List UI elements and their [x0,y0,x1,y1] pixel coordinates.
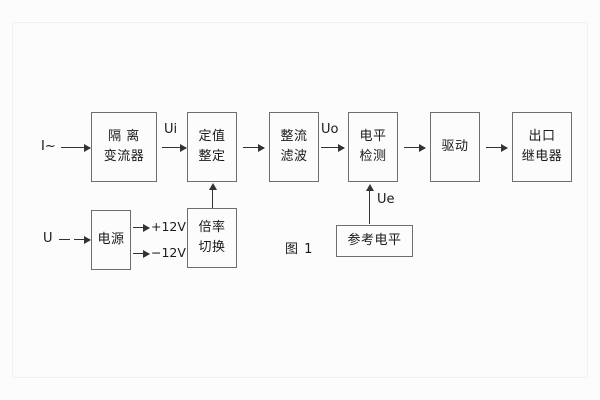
block-isolation-ct-line1: 隔 离 [108,128,140,144]
block-rectify-filter-line1: 整流 [280,128,308,144]
block-output-relay-line2: 继电器 [521,149,563,164]
block-rectify-filter-line2: 滤波 [280,149,308,164]
diagram-frame [12,22,588,378]
arrow-rectify-to-level-detect [321,143,345,152]
arrow-rail-negative [133,249,150,258]
arrow-isolation-to-setting [162,143,187,152]
block-rectify-filter[interactable]: 整流 滤波 [269,112,319,182]
block-multiplier-switch-line1: 倍率 [198,219,226,235]
arrow-current-to-isolation [61,143,91,152]
signal-label-uo: Uo [321,122,339,137]
block-level-detect-line2: 检测 [359,149,387,164]
block-multiplier-switch[interactable]: 倍率 切换 [187,208,237,268]
arrow-setting-to-rectify [243,143,265,152]
block-drive[interactable]: 驱动 [430,112,480,182]
block-reference-level[interactable]: 参考电平 [336,225,413,257]
block-level-detect-line1: 电平 [359,128,387,144]
rail-label-negative: −12V [151,245,186,260]
block-isolation-ct-line2: 变流器 [103,149,145,164]
block-reference-level-line1: 参考电平 [347,232,402,248]
rail-label-positive: +12V [151,219,186,234]
arrow-rail-positive [133,223,150,232]
arrow-level-detect-to-drive [404,143,426,152]
block-power-supply-line1: 电源 [97,231,125,247]
arrow-voltage-to-power-supply [74,235,91,244]
arrow-reference-to-level-detect [365,184,374,224]
figure-caption: 图 1 [285,242,314,257]
current-input-label: I~ [41,139,56,154]
block-multiplier-switch-line2: 切换 [198,240,226,255]
block-output-relay-line1: 出口 [528,128,556,144]
block-drive-line1: 驱动 [441,138,469,154]
block-level-detect[interactable]: 电平 检测 [348,112,398,182]
block-output-relay[interactable]: 出口 继电器 [512,112,572,182]
block-setting-line2: 整定 [198,149,226,164]
block-setting-line1: 定值 [198,128,226,144]
voltage-input-label: U [43,231,53,246]
block-isolation-ct[interactable]: 隔 离 变流器 [91,112,157,182]
block-setting[interactable]: 定值 整定 [187,112,237,182]
block-power-supply[interactable]: 电源 [91,210,131,270]
line-voltage-lead [59,239,70,240]
arrow-multiplier-to-setting [208,183,217,208]
signal-label-ue: Ue [377,192,395,207]
signal-label-ui: Ui [164,122,178,137]
arrow-drive-to-output-relay [486,143,508,152]
